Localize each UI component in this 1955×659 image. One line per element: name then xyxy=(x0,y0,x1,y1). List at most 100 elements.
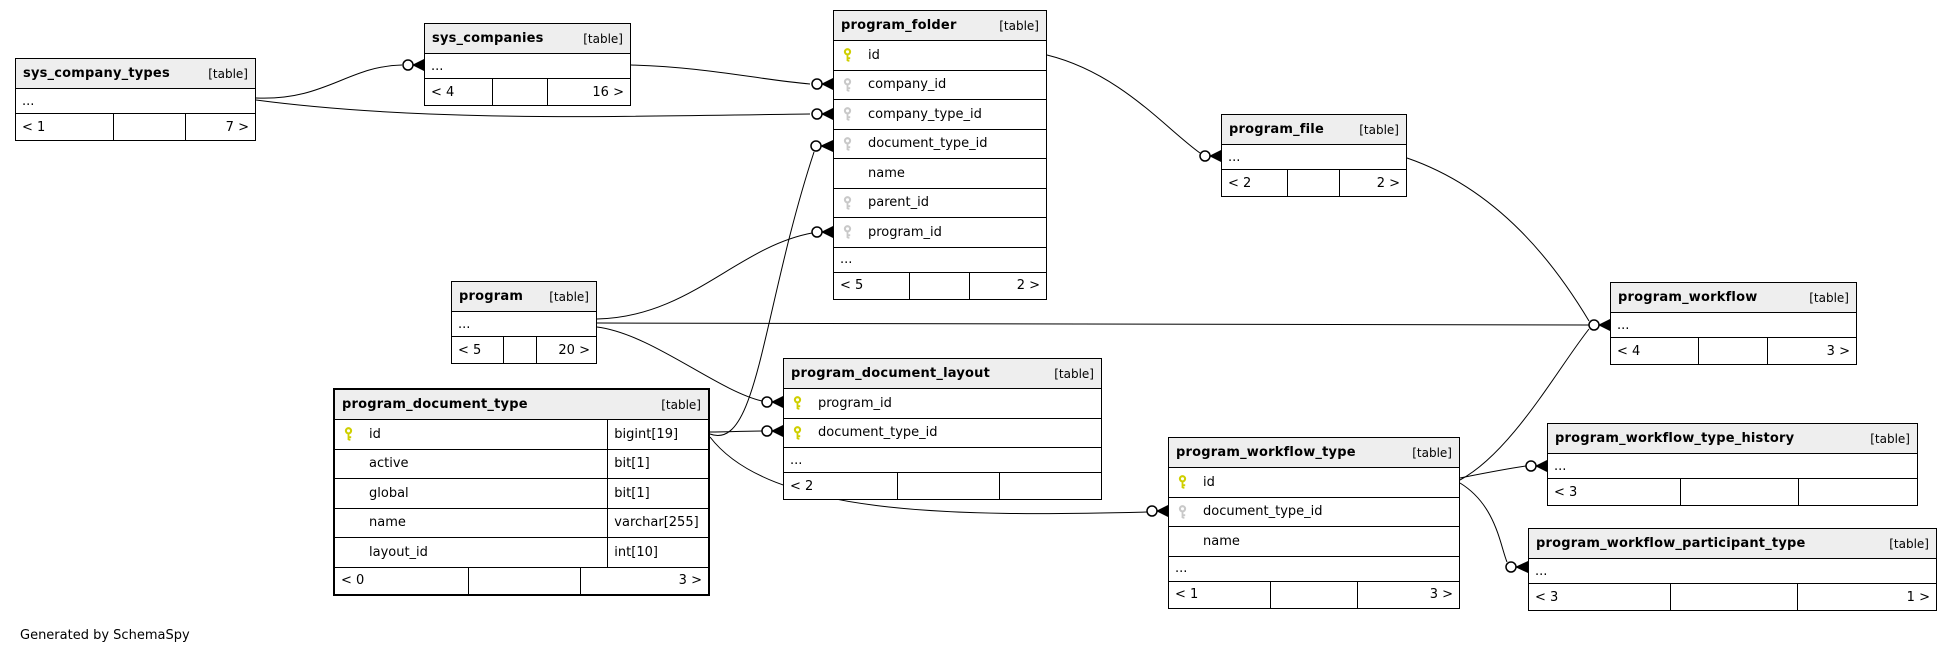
footer-parents-count: 20 > xyxy=(558,342,590,358)
footer-middle-cell xyxy=(1671,584,1798,610)
table-header[interactable]: program_workflow_type[table] xyxy=(1169,438,1459,468)
table-node-program_workflow_type[interactable]: program_workflow_type[table]id document_t… xyxy=(1168,437,1460,609)
column-row-parent_id: parent_id xyxy=(834,189,1046,218)
table-header[interactable]: sys_companies[table] xyxy=(425,24,630,54)
crowfoot-connector-sys_companies xyxy=(402,59,424,71)
table-type-tag: [table] xyxy=(549,289,589,304)
table-header[interactable]: program_folder[table] xyxy=(834,11,1046,41)
column-label: ... xyxy=(1175,561,1188,576)
edge-program_workflow_type-to-program_workflow_participant_type xyxy=(1459,482,1508,563)
primary-key-icon xyxy=(792,425,818,440)
edge-program_document_type-to-program_folder-document_type_id xyxy=(709,151,815,437)
ellipsis-row: ... xyxy=(1529,559,1936,584)
ellipsis-row: ... xyxy=(1222,145,1406,170)
table-header[interactable]: program_workflow[table] xyxy=(1611,283,1856,313)
crowfoot-connector-program_folder-company_id xyxy=(811,78,833,90)
column-label: document_type_id xyxy=(818,425,938,441)
column-label: global xyxy=(369,485,409,501)
footer-parents-count: 3 > xyxy=(1429,587,1453,602)
column-type: bit[1] xyxy=(607,449,708,478)
column-label: id xyxy=(1203,474,1215,490)
crowfoot-connector-program_folder-document_type_id xyxy=(810,140,833,152)
table-node-program_workflow_participant_type[interactable]: program_workflow_participant_type [table]… xyxy=(1528,528,1937,611)
table-name: program_workflow_participant_type xyxy=(1536,536,1806,551)
column-label: name xyxy=(369,515,406,531)
table-type-tag: [table] xyxy=(1889,536,1929,551)
edge-program-to-program_workflow xyxy=(596,322,1590,326)
crowfoot-connector-program_document_layout-program_id xyxy=(761,396,783,408)
primary-key-icon xyxy=(1177,475,1203,489)
column-row-program_id: program_id xyxy=(784,389,1101,419)
table-header[interactable]: program_document_type[table] xyxy=(335,390,708,420)
edge-program_workflow_type-to-program_workflow xyxy=(1459,328,1590,481)
table-type-tag: [table] xyxy=(1412,445,1452,460)
column-row-document_type_id: document_type_id xyxy=(834,130,1046,159)
footer-middle-cell xyxy=(1681,479,1799,505)
foreign-key-icon xyxy=(1177,504,1203,519)
ellipsis-row: ... xyxy=(16,89,255,114)
column-label: program_id xyxy=(868,224,942,240)
footer-children-count: < 3 xyxy=(1529,584,1672,610)
table-name: program_workflow_type_history xyxy=(1555,431,1795,446)
table-type-tag: [table] xyxy=(999,18,1039,33)
column-row-id: id xyxy=(834,41,1046,71)
edge-program_folder-to-program_file xyxy=(1046,54,1201,154)
table-name: program_workflow xyxy=(1618,290,1758,305)
column-row-name: name xyxy=(1169,527,1459,557)
crowfoot-connector-program_folder-company_type_id xyxy=(811,108,833,120)
table-type-tag: [table] xyxy=(1054,366,1094,381)
column-label: company_id xyxy=(868,77,947,93)
ellipsis-row: ... xyxy=(784,448,1101,473)
edge-program_file-to-program_workflow xyxy=(1406,157,1590,322)
column-type: int[10] xyxy=(607,538,708,567)
column-label: document_type_id xyxy=(1203,504,1323,520)
crowfoot-connector-program_workflow_participant_type xyxy=(1505,561,1528,573)
table-node-program_document_layout[interactable]: program_document_layout [table] program_id… xyxy=(783,358,1102,500)
table-header[interactable]: program_file [table] xyxy=(1222,115,1406,145)
column-label: ... xyxy=(790,452,803,468)
column-row-company_id: company_id xyxy=(834,71,1046,100)
column-row-company_type_id: company_type_id xyxy=(834,100,1046,130)
table-type-tag: [table] xyxy=(1359,122,1399,137)
table-header[interactable]: program_workflow_type_history[table] xyxy=(1548,424,1917,454)
column-label: layout_id xyxy=(369,544,428,560)
column-label: program_id xyxy=(818,395,892,411)
table-name: program_file xyxy=(1229,122,1324,137)
primary-key-icon xyxy=(343,427,369,441)
footer-middle-cell xyxy=(1699,338,1768,364)
table-name: program_document_layout xyxy=(791,366,991,381)
foreign-key-icon xyxy=(842,225,868,239)
table-footer: < 3 xyxy=(1548,479,1917,505)
column-label: ... xyxy=(1535,563,1548,579)
column-label: name xyxy=(868,165,905,181)
foreign-key-icon xyxy=(842,136,868,151)
footer-parents-count xyxy=(1000,473,1101,499)
table-type-tag: [table] xyxy=(661,397,701,412)
table-node-program_workflow_type_history[interactable]: program_workflow_type_history[table]...<… xyxy=(1547,423,1918,506)
footer-children-count: < 0 xyxy=(335,567,470,594)
generated-by-caption: Generated by SchemaSpy xyxy=(20,628,190,643)
column-label: parent_id xyxy=(868,195,929,211)
footer-children-count: < 1 xyxy=(1169,581,1271,608)
column-row-id: id xyxy=(1169,468,1459,498)
footer-parents-count: 7 > xyxy=(225,119,249,135)
table-header[interactable]: program[table] xyxy=(452,282,596,312)
table-header[interactable]: program_document_layout [table] xyxy=(784,359,1101,389)
table-header[interactable]: sys_company_types[table] xyxy=(16,59,255,89)
edge-program-to-program_folder-program_id xyxy=(596,232,813,320)
footer-middle-cell xyxy=(898,473,1000,499)
ellipsis-row: ... xyxy=(452,312,596,337)
table-header[interactable]: program_workflow_participant_type [table] xyxy=(1529,529,1936,559)
